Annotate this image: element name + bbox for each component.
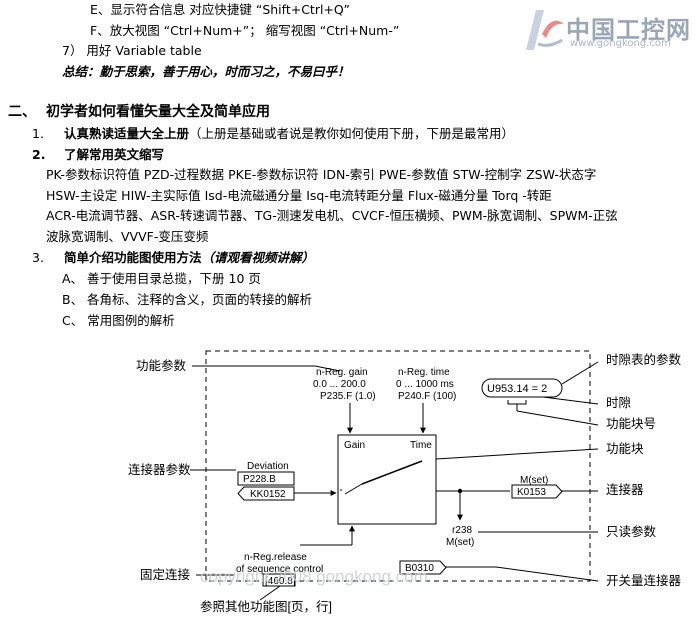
- abbr-line-3: ACR-电流调节器、ASR-转速调节器、TG-测速发电机、CVCF-恒压横频、P…: [46, 208, 618, 223]
- item-3-num: 3.: [32, 250, 44, 265]
- logo-url: www.gongkong.com: [570, 38, 671, 49]
- release-line-1: n-Reg.release: [244, 552, 307, 563]
- label-connector: 连接器: [606, 482, 644, 497]
- abbr-line-4: 波脉宽调制、VVVF-变压变频: [46, 229, 209, 244]
- ref-page-text: [460.8]: [265, 576, 296, 587]
- k0153-text: K0153: [517, 487, 546, 498]
- label-fixed-conn: 固定连接: [140, 567, 191, 582]
- b0310-text: B0310: [405, 563, 434, 574]
- leader-timeslot-table: [561, 361, 599, 385]
- leader-timeslot: [542, 396, 599, 405]
- u953-text: U953.14 = 2: [487, 383, 547, 395]
- item-3-bold: 简单介绍功能图使用方法: [64, 250, 202, 265]
- time-title: n-Reg. time: [398, 367, 450, 378]
- leader-ref-other: [259, 585, 281, 601]
- label-func-param: 功能参数: [136, 358, 187, 373]
- item-1-bold: 认真熟读适量大全上册: [64, 126, 190, 141]
- p228-box: [237, 471, 295, 486]
- release-line-2: of sequence control: [236, 564, 323, 575]
- block-gain-label: Gain: [344, 440, 365, 451]
- deviation-label: Deviation: [247, 461, 289, 472]
- label-timeslot-table: 时隙表的参数: [606, 352, 682, 367]
- item-7-text: 7） 用好 Variable table: [62, 43, 202, 58]
- leader-binector: [495, 566, 599, 582]
- block-time-label: Time: [410, 440, 432, 451]
- label-binector: 开关量连接器: [606, 573, 682, 588]
- gongkong-logo: 中国工控网 www.gongkong.com: [522, 4, 694, 54]
- summary-text: 总结：勤于思索，善于用心，时而习之，不易曰乎！: [62, 64, 350, 79]
- item-3: 简单介绍功能图使用方法（请观看视频讲解）: [64, 250, 314, 266]
- abbr-line-1: PK-参数标识符值 PZD-过程数据 PKE-参数标识符 IDN-索引 PWE-…: [46, 167, 597, 182]
- label-block-no: 功能块号: [606, 417, 656, 431]
- sub-item-a: A、 善于使用目录总揽，下册 10 页: [62, 271, 261, 286]
- label-timeslot: 时隙: [606, 396, 631, 410]
- leader-block-no: [516, 410, 599, 426]
- sub-item-c: C、 常用图例的解析: [62, 313, 175, 328]
- item-2-title: 了解常用英文缩写: [64, 147, 165, 162]
- dashed-frame: [205, 350, 591, 582]
- sub-item-b: B、 各角标、注释的含义，页面的转接的解析: [62, 292, 313, 307]
- function-block: [337, 434, 437, 525]
- logo-icon: [526, 10, 564, 50]
- leader-func-block: [435, 448, 599, 460]
- abbr-line-2: HSW-主设定 HIW-主实际值 Isd-电流磁通分量 Isq-电流转距分量 F…: [46, 188, 552, 203]
- k0153-box: [511, 484, 563, 499]
- ref-page-box: [262, 573, 296, 587]
- block-ramp-line: [361, 460, 423, 485]
- kk0152-box: [237, 486, 295, 501]
- r238-sub: M(set): [446, 537, 474, 548]
- b0310-box: [399, 560, 447, 575]
- item-e-text: E、显示符合信息 对应快捷键 “Shift+Ctrl+Q”: [90, 2, 351, 17]
- label-ref-other: 参照其他功能图[页，行]: [200, 599, 332, 614]
- item-1: 认真熟读适量大全上册（上册是基础或者说是教你如何使用下册，下册是最常用）: [64, 126, 514, 142]
- kk0152-text: KK0152: [250, 489, 286, 500]
- u953-box: [481, 378, 563, 398]
- label-readonly: 只读参数: [606, 524, 657, 539]
- label-func-block: 功能块: [606, 442, 644, 456]
- section-number: 二、: [8, 104, 36, 120]
- item-1-rest: （上册是基础或者说是教你如何使用下册，下册是最常用）: [189, 126, 515, 141]
- item-3-note: （请观看视频讲解）: [201, 250, 315, 265]
- label-connector-param: 连接器参数: [128, 462, 191, 477]
- p228-text: P228.B: [243, 474, 276, 485]
- item-f-text: F、放大视图 “Ctrl+Num+”； 缩写视图 “Ctrl+Num-”: [90, 23, 400, 38]
- gain-range: 0.0 ... 200.0: [313, 379, 366, 390]
- r238-text: r238: [452, 525, 472, 536]
- item-1-num: 1.: [32, 126, 44, 141]
- watermark: copyright 2008 gongkong.com: [200, 567, 428, 586]
- logo-text: 中国工控网: [566, 16, 691, 44]
- time-range: 0 ... 1000 ms: [396, 379, 454, 390]
- section-title: 初学者如何看懂矢量大全及简单应用: [46, 104, 270, 120]
- gain-param: P235.F (1.0): [320, 391, 376, 402]
- item-2-num: 2.: [32, 147, 46, 162]
- mset-label: M(set): [520, 475, 548, 486]
- time-param: P240.F (100): [398, 391, 456, 402]
- gain-title: n-Reg. gain: [316, 367, 368, 378]
